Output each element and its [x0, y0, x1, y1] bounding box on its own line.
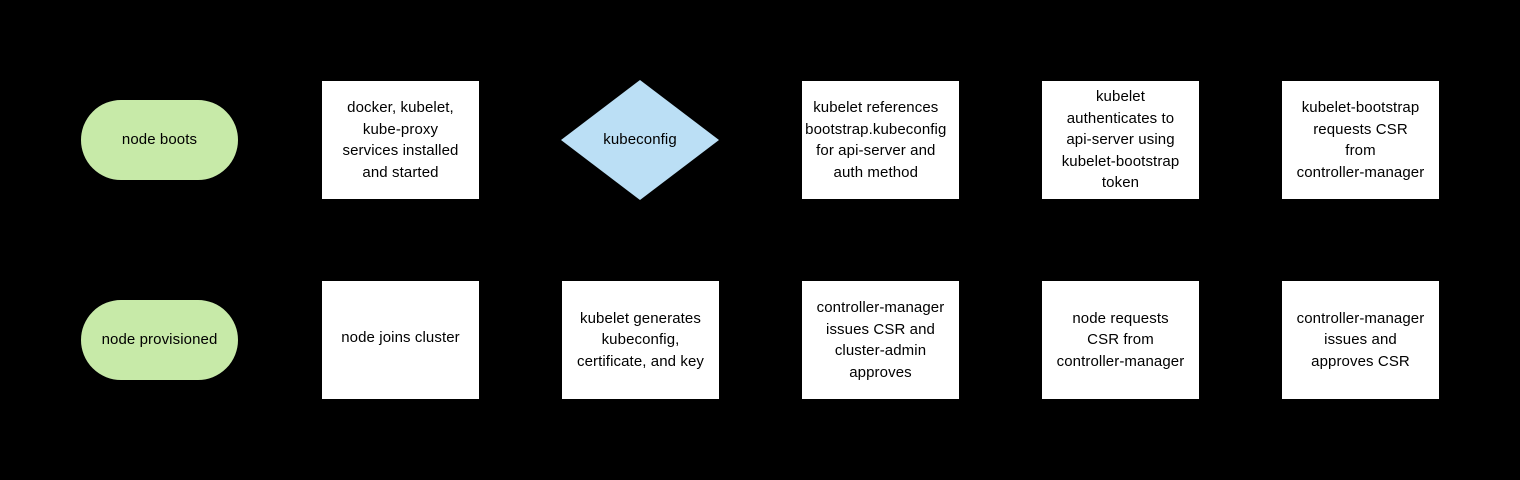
- node-controller-manager-issues-csr[interactable]: controller-manager issues CSR and cluste…: [801, 280, 960, 400]
- node-node-joins-cluster[interactable]: node joins cluster: [321, 280, 480, 400]
- node-kubeconfig-decision[interactable]: kubeconfig: [561, 80, 719, 200]
- node-label: controller-manager issues and approves C…: [1296, 309, 1425, 370]
- node-label: kubeconfig: [603, 131, 677, 149]
- node-label: node provisioned: [101, 331, 218, 349]
- node-label: node boots: [121, 131, 198, 149]
- node-label: node requests CSR from controller-manage…: [1056, 309, 1185, 370]
- node-node-boots[interactable]: node boots: [81, 100, 238, 180]
- node-label: kubelet references bootstrap.kubeconfig …: [805, 99, 947, 181]
- node-node-provisioned[interactable]: node provisioned: [81, 300, 238, 380]
- node-kubelet-references-bootstrap[interactable]: kubelet references bootstrap.kubeconfig …: [801, 80, 960, 200]
- node-label: kubelet authenticates to api-server usin…: [1061, 88, 1180, 192]
- node-label: node joins cluster: [341, 329, 460, 347]
- node-kubelet-authenticates[interactable]: kubelet authenticates to api-server usin…: [1041, 80, 1200, 200]
- node-bootstrap-requests-csr[interactable]: kubelet-bootstrap requests CSR from cont…: [1281, 80, 1440, 200]
- node-label: kubelet-bootstrap requests CSR from cont…: [1296, 99, 1425, 181]
- node-services-installed[interactable]: docker, kubelet, kube-proxy services ins…: [321, 80, 480, 200]
- node-node-requests-csr[interactable]: node requests CSR from controller-manage…: [1041, 280, 1200, 400]
- node-label: docker, kubelet, kube-proxy services ins…: [342, 99, 459, 181]
- node-controller-manager-approves[interactable]: controller-manager issues and approves C…: [1281, 280, 1440, 400]
- node-label: kubelet generates kubeconfig, certificat…: [576, 309, 705, 370]
- node-label: controller-manager issues CSR and cluste…: [816, 299, 945, 381]
- node-kubelet-generates[interactable]: kubelet generates kubeconfig, certificat…: [561, 280, 720, 400]
